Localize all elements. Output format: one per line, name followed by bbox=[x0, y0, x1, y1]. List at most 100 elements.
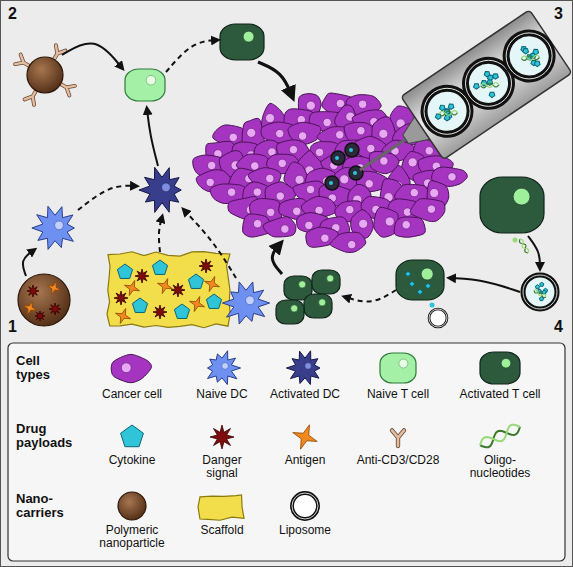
legend-icon bbox=[121, 425, 144, 447]
legend-heading: Drug payloads bbox=[16, 422, 78, 451]
liposome-membrane bbox=[523, 275, 557, 309]
naive-t-cell bbox=[380, 353, 416, 383]
callout-number: 2 bbox=[8, 5, 28, 23]
liposome-cargo bbox=[329, 181, 333, 185]
cell-body bbox=[286, 351, 320, 385]
liposome-membrane bbox=[292, 493, 318, 519]
cell-nucleus bbox=[385, 217, 394, 226]
cell-nucleus bbox=[278, 159, 286, 167]
antibody-fill bbox=[392, 430, 404, 446]
liposome-core bbox=[523, 275, 557, 309]
cell-body bbox=[396, 260, 444, 300]
cytokine bbox=[434, 112, 442, 120]
danger-signal bbox=[49, 303, 61, 315]
delivered-liposome bbox=[345, 143, 359, 157]
cell-body bbox=[394, 217, 425, 237]
cell-body bbox=[304, 294, 332, 318]
danger-signal bbox=[135, 269, 149, 283]
cell-nucleus bbox=[357, 127, 365, 135]
cytokine bbox=[132, 298, 147, 312]
scaffold-group bbox=[107, 252, 230, 328]
cell-body bbox=[125, 69, 165, 101]
antibody-outline bbox=[392, 430, 404, 446]
cell-nucleus bbox=[265, 113, 274, 122]
cytokine bbox=[438, 104, 446, 112]
oligo-strand bbox=[480, 82, 499, 88]
cell-body bbox=[480, 177, 544, 233]
syringe bbox=[339, 10, 572, 202]
cell-nucleus bbox=[408, 158, 417, 167]
cytokine bbox=[533, 60, 541, 68]
cell-nucleus bbox=[246, 296, 255, 305]
antigen bbox=[293, 425, 317, 449]
legend-label: Cancer cell bbox=[92, 388, 172, 401]
oligo-strand bbox=[439, 110, 458, 116]
liposome-cargo bbox=[349, 148, 353, 152]
activated-t-cell bbox=[220, 24, 264, 60]
cell-nucleus bbox=[430, 188, 439, 197]
legend-icon bbox=[118, 492, 146, 520]
activated-t-cell bbox=[480, 352, 520, 384]
cell-body bbox=[480, 352, 520, 384]
cell-nucleus bbox=[501, 358, 511, 368]
legend-label: Activated T cell bbox=[450, 388, 550, 401]
cell-nucleus bbox=[276, 129, 284, 137]
antigen bbox=[47, 281, 60, 294]
antigen bbox=[189, 296, 204, 311]
oligonucleotide bbox=[480, 82, 499, 88]
released-cargo bbox=[430, 303, 435, 308]
cell-nucleus bbox=[379, 129, 388, 138]
cytokine bbox=[491, 72, 499, 80]
polymeric-nanoparticle bbox=[118, 492, 146, 520]
cell-nucleus bbox=[55, 221, 64, 230]
legend-box bbox=[8, 343, 565, 561]
callout-number: 4 bbox=[554, 318, 570, 336]
cell-nucleus bbox=[346, 205, 354, 213]
flow-arrow bbox=[159, 217, 162, 252]
membrane-line bbox=[523, 275, 557, 309]
cell-nucleus bbox=[348, 240, 356, 248]
legend-label: Scaffold bbox=[187, 524, 257, 537]
activated-t-cell bbox=[276, 300, 304, 324]
cytokine bbox=[532, 48, 540, 56]
cell-nucleus bbox=[276, 192, 284, 200]
legend-heading: Cell types bbox=[16, 354, 66, 383]
anti-cd3-cd28 bbox=[392, 430, 404, 446]
legend-label: Liposome bbox=[270, 524, 340, 537]
legend-label: Naive T cell bbox=[353, 388, 443, 401]
activated-t-cell bbox=[304, 294, 332, 318]
cell-body bbox=[111, 354, 151, 382]
cell-body bbox=[220, 24, 264, 60]
legend-icon bbox=[286, 351, 320, 385]
released-cargo bbox=[513, 238, 518, 243]
cell-nucleus bbox=[227, 188, 235, 196]
naive-dc bbox=[222, 282, 269, 324]
legend-icon bbox=[478, 422, 522, 450]
flow-arrow bbox=[78, 186, 136, 210]
cytokine bbox=[45, 299, 46, 300]
scaffold bbox=[198, 495, 244, 520]
cell-body bbox=[139, 167, 181, 212]
legend-label: Polymeric nanoparticle bbox=[87, 524, 177, 550]
cytokine bbox=[488, 91, 496, 99]
flow-arrow bbox=[23, 250, 34, 276]
cell-nucleus bbox=[323, 118, 331, 126]
liposome-membrane bbox=[345, 143, 359, 157]
cell-nucleus bbox=[253, 220, 261, 228]
needle bbox=[360, 136, 410, 170]
cell-body bbox=[312, 270, 340, 294]
legend-icons bbox=[111, 351, 522, 521]
legend-icon bbox=[292, 493, 318, 519]
activated-t-cell bbox=[312, 270, 340, 294]
liposome-core bbox=[429, 309, 447, 327]
flow-arrow bbox=[345, 290, 396, 301]
liposome bbox=[497, 24, 561, 88]
cell-nucleus bbox=[425, 147, 433, 155]
cell-body bbox=[222, 282, 269, 324]
cancer-cell bbox=[330, 232, 366, 252]
cell-nucleus bbox=[421, 268, 433, 280]
cell-nucleus bbox=[229, 133, 237, 141]
oligonucleotide bbox=[478, 422, 522, 450]
